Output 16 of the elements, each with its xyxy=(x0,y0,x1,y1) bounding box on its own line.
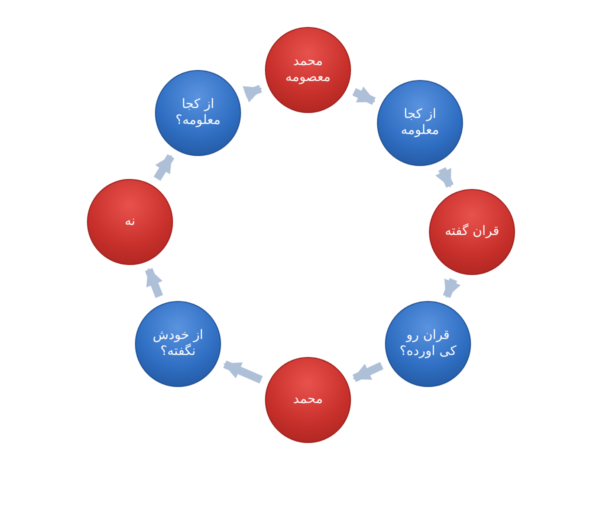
arrow xyxy=(442,278,461,298)
arrow xyxy=(352,362,384,382)
node-text: از خودش نگفته؟ xyxy=(152,328,204,360)
node-text: نه xyxy=(124,214,136,230)
arrow xyxy=(144,268,164,298)
arrow xyxy=(242,84,262,103)
node-text: از کجا معلومه xyxy=(400,107,440,139)
node-text: قران گفته xyxy=(444,224,500,240)
node-text: از کجا معلومه؟ xyxy=(174,97,222,129)
node-text: قران رو کی اورده؟ xyxy=(398,328,458,360)
arrow xyxy=(154,154,174,181)
arrow xyxy=(435,167,454,188)
arrow xyxy=(223,360,263,384)
node-text: محمد xyxy=(293,392,323,408)
arrow xyxy=(352,86,376,105)
node-text: محمد معصومه xyxy=(284,54,332,86)
